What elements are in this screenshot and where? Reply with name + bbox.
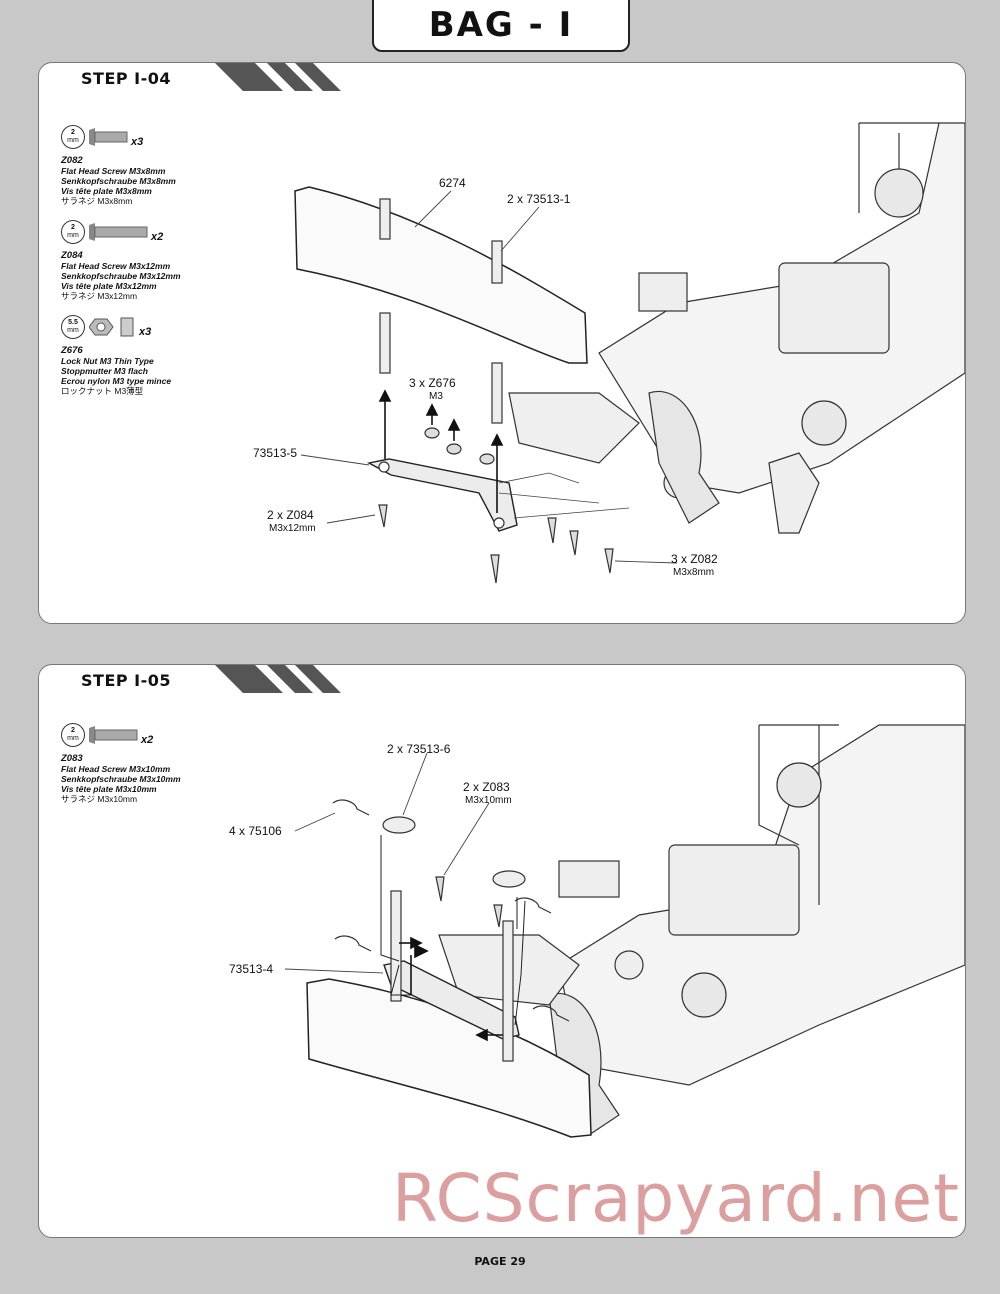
- callout-screws-z082-size: M3x8mm: [673, 567, 714, 578]
- flat-head-screw-icon: [89, 223, 148, 241]
- callout-washers: 2 x 73513-6: [387, 742, 451, 756]
- step-title-i05: STEP I-05: [81, 670, 172, 690]
- callout-screws-z083-size: M3x10mm: [465, 795, 512, 806]
- step-tab-i04: STEP I-04: [39, 63, 239, 93]
- step-tab-i05: STEP I-05: [39, 665, 239, 695]
- callout-plate-73513-4: 73513-4: [229, 962, 273, 976]
- callout-plate-73513-5: 73513-5: [253, 446, 297, 460]
- flat-head-screw-icon: [89, 726, 138, 744]
- callout-screws-z084: 2 x Z084: [267, 508, 314, 522]
- callout-nuts: 3 x Z676: [409, 376, 456, 390]
- flat-head-screw-icon: [89, 128, 128, 146]
- callout-screws-z084-size: M3x12mm: [269, 523, 316, 534]
- watermark-text: RCScrapyard.net: [392, 1160, 960, 1237]
- bag-title: BAG - I: [428, 5, 574, 45]
- assembly-diagram-i04: 6274 2 x 73513-1 3 x Z676 M3 73513-5 2 x…: [253, 122, 965, 584]
- lock-nut-icon: [89, 317, 134, 337]
- page-number: PAGE 29: [474, 1255, 526, 1268]
- callout-clips: 4 x 75106: [229, 824, 282, 838]
- assembly-diagram-i05: 2 x 73513-6 2 x Z083 M3x10mm 4 x 75106 7…: [229, 724, 965, 1138]
- callout-bumper-6274: 6274: [439, 176, 466, 190]
- callout-posts: 2 x 73513-1: [507, 192, 571, 206]
- callout-screws-z082: 3 x Z082: [671, 552, 718, 566]
- step-stripes-decoration: [215, 63, 341, 91]
- step-stripes-decoration: [215, 665, 341, 693]
- bag-title-tab: BAG - I: [372, 0, 630, 52]
- callout-screws-z083: 2 x Z083: [463, 780, 510, 794]
- callout-nuts-size: M3: [429, 391, 443, 402]
- step-title-i04: STEP I-04: [81, 68, 172, 88]
